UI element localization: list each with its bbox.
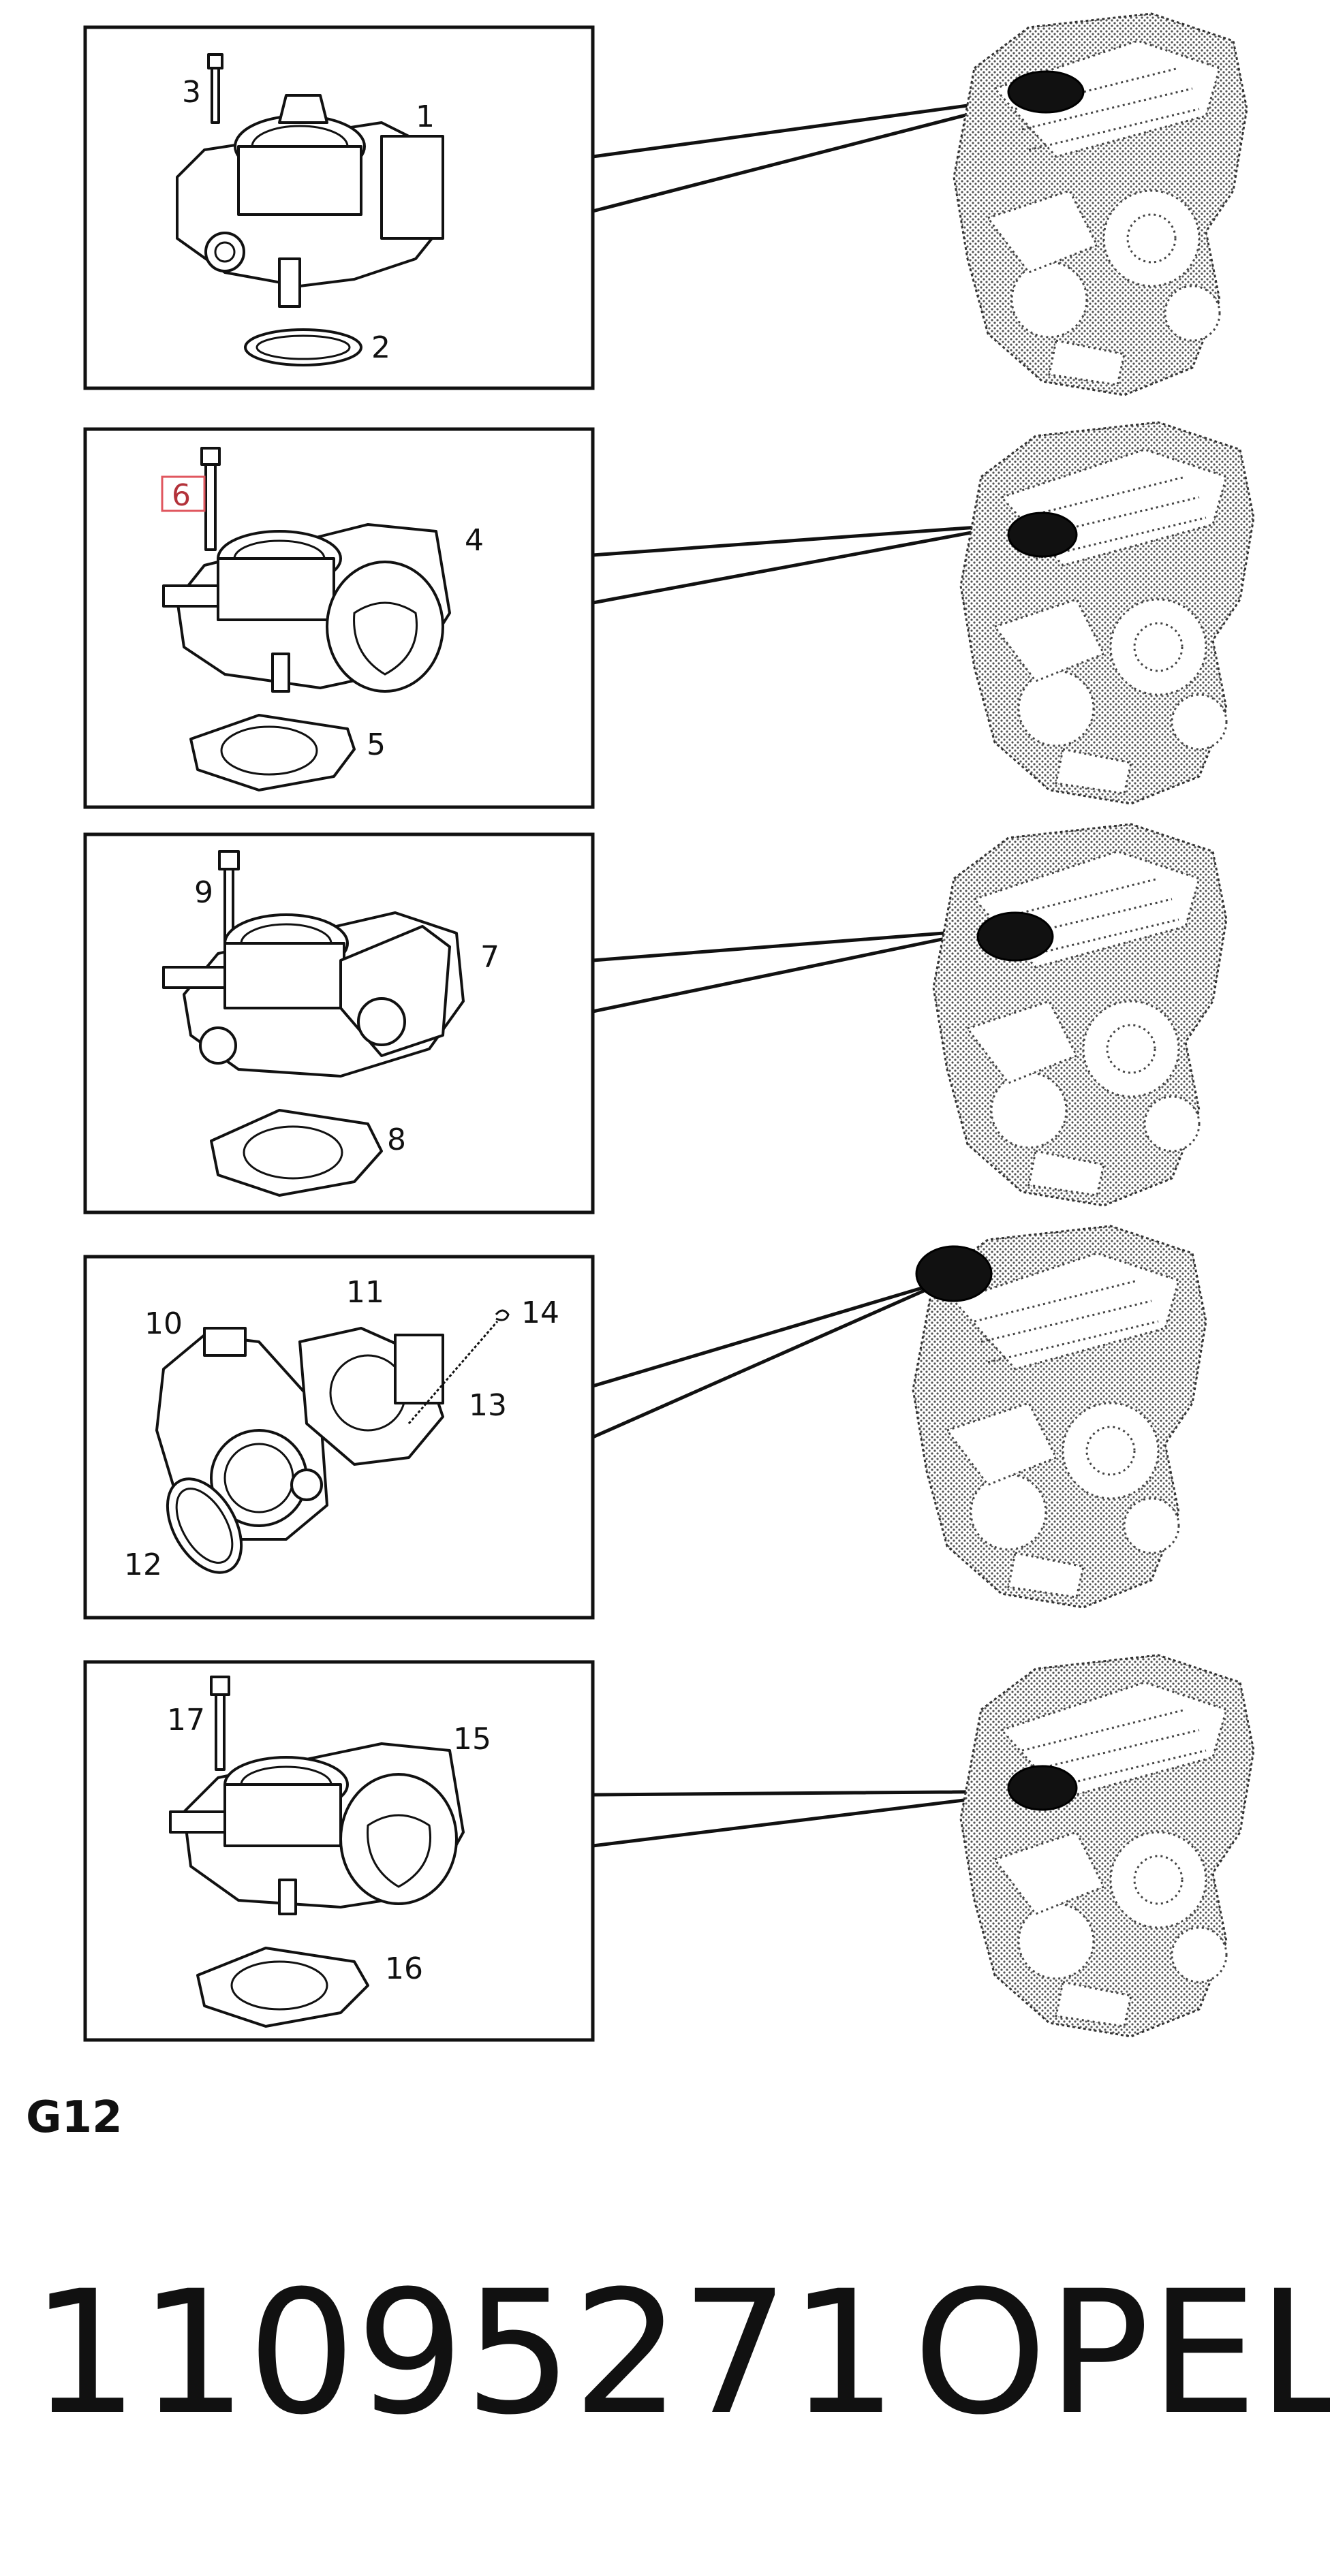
adapter-part-11 bbox=[298, 1327, 444, 1466]
engine-hotspot-5 bbox=[1007, 1765, 1078, 1811]
gasket-part-5 bbox=[189, 714, 356, 791]
callout-16: 16 bbox=[385, 1951, 423, 1986]
bolt-part-17 bbox=[210, 1676, 230, 1771]
callout-3: 3 bbox=[182, 75, 201, 110]
callout-12: 12 bbox=[124, 1548, 162, 1582]
engine-illustration-3 bbox=[932, 823, 1228, 1207]
panel-1: 3 1 2 bbox=[83, 12, 1248, 396]
engine-hotspot-3 bbox=[976, 911, 1054, 962]
callout-1: 1 bbox=[416, 99, 435, 134]
engine-illustration-5 bbox=[959, 1654, 1255, 2038]
engine-illustration-2 bbox=[959, 421, 1255, 805]
engine-hotspot-2 bbox=[1007, 512, 1078, 558]
callout-10: 10 bbox=[144, 1306, 183, 1341]
brand-name: OPEL bbox=[913, 2254, 1330, 2452]
clip-part-14 bbox=[495, 1309, 510, 1321]
callout-15: 15 bbox=[453, 1722, 491, 1757]
callout-8: 8 bbox=[387, 1122, 406, 1157]
callout-6: 6 bbox=[172, 478, 191, 513]
callout-2: 2 bbox=[371, 330, 390, 365]
engine-illustration-4 bbox=[912, 1225, 1207, 1609]
throttle-body-part-4 bbox=[162, 523, 451, 693]
callout-5: 5 bbox=[367, 727, 386, 762]
throttle-body-part-7 bbox=[162, 911, 465, 1078]
callout-6-highlight-box bbox=[161, 475, 206, 512]
callout-9: 9 bbox=[194, 875, 213, 910]
callout-11: 11 bbox=[346, 1275, 384, 1310]
panel-3: 9 7 8 bbox=[83, 823, 1228, 1214]
seal-ring-part-12 bbox=[166, 1477, 243, 1574]
leader-lines-4 bbox=[591, 1278, 948, 1439]
bolt-part-6 bbox=[200, 447, 221, 551]
panel-4: 10 11 14 13 12 bbox=[83, 1225, 1207, 1620]
leader-lines-2 bbox=[592, 522, 1016, 605]
gasket-part-8 bbox=[210, 1109, 383, 1197]
engine-illustration-1 bbox=[953, 12, 1248, 396]
bolt-part-3 bbox=[207, 53, 223, 124]
callout-7: 7 bbox=[480, 940, 499, 975]
callout-14: 14 bbox=[521, 1295, 559, 1330]
part-number: 11095271 bbox=[31, 2254, 898, 2452]
panel-2: 6 4 5 bbox=[83, 421, 1255, 809]
group-code-label: G12 bbox=[26, 2092, 123, 2143]
callout-13: 13 bbox=[469, 1388, 507, 1423]
leader-lines-3 bbox=[592, 928, 989, 1014]
leader-lines-5 bbox=[592, 1789, 1036, 1848]
throttle-body-part-1 bbox=[176, 94, 444, 308]
throttle-body-part-15 bbox=[169, 1742, 465, 1915]
callout-4: 4 bbox=[465, 523, 484, 558]
engine-hotspot-4 bbox=[915, 1245, 993, 1302]
seal-ring-part-2 bbox=[244, 328, 362, 366]
callout-17: 17 bbox=[167, 1703, 205, 1738]
spring-part-13 bbox=[407, 1321, 499, 1424]
gasket-part-16 bbox=[196, 1947, 369, 2028]
throttle-body-part-10 bbox=[155, 1327, 328, 1541]
engine-hotspot-1 bbox=[1007, 70, 1085, 114]
panel-5: 17 15 16 bbox=[83, 1654, 1255, 2042]
